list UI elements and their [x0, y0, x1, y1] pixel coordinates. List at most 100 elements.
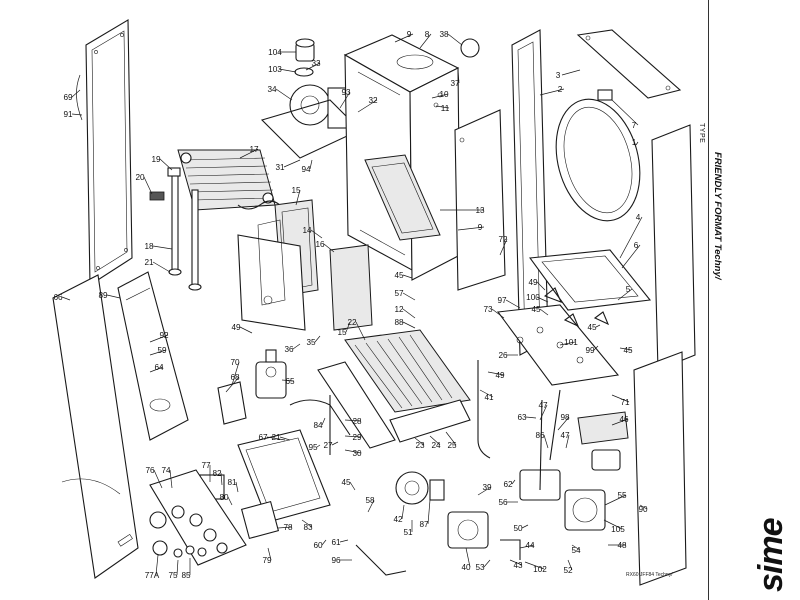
part-number-69: 69 [63, 93, 73, 102]
callout-leader [155, 554, 159, 576]
callout-leader [445, 431, 457, 446]
part-number-90: 90 [638, 505, 648, 514]
part-number-94: 94 [301, 165, 311, 174]
callout-leader [402, 308, 416, 319]
part-number-26: 26 [498, 351, 508, 360]
callout-leader [479, 389, 494, 398]
part-number-95: 95 [308, 443, 318, 452]
callout-leader [310, 229, 323, 239]
callout-leader [521, 524, 529, 529]
part-number-84: 84 [313, 421, 323, 430]
lower-right-panel [633, 351, 687, 586]
callout-leader [559, 341, 576, 346]
callout-leader [487, 371, 505, 376]
part-number-24: 24 [431, 441, 441, 450]
part-number-46: 46 [619, 415, 629, 424]
callout-leader [220, 472, 223, 486]
part-number-73: 73 [483, 305, 493, 314]
callout-leader [483, 559, 491, 568]
callout-leader [524, 561, 545, 570]
callout-leader [565, 434, 570, 449]
callout-leader [227, 496, 233, 506]
combustion-chamber-panels [237, 154, 441, 331]
callout-leader [344, 435, 362, 438]
callout-leader [427, 499, 431, 525]
part-number-13: 13 [475, 206, 485, 215]
model-title: FRIENDLY FORMAT Techny/ [712, 152, 723, 280]
part-number-63: 63 [517, 413, 527, 422]
callout-leader [301, 519, 313, 528]
part-number-23: 23 [415, 441, 425, 450]
callout-leader [604, 494, 627, 506]
callout-leader [639, 504, 648, 510]
callout-leader [283, 159, 301, 168]
part-number-93: 93 [341, 88, 351, 97]
part-number-31: 31 [275, 163, 285, 172]
callout-leader [457, 69, 460, 84]
callout-leader [225, 376, 240, 393]
callout-leader [414, 437, 425, 446]
callout-leader [231, 361, 240, 386]
part-number-61: 61 [331, 538, 341, 547]
callout-leader [536, 281, 546, 291]
part-number-55: 55 [617, 491, 627, 500]
callout-leader [153, 469, 163, 489]
part-number-49: 49 [495, 371, 505, 380]
callout-leader [431, 93, 449, 99]
callout-leader [152, 245, 173, 250]
part-number-72: 72 [498, 235, 508, 244]
callout-leader [557, 416, 570, 431]
part-number-45: 45 [587, 323, 597, 332]
part-number-30: 30 [352, 449, 362, 458]
part-number-64: 64 [154, 363, 164, 372]
callout-leader [402, 274, 413, 279]
part-number-35: 35 [306, 338, 316, 347]
part-number-15: 15 [337, 328, 347, 337]
callout-leader [159, 158, 173, 171]
callout-leader [266, 436, 286, 441]
rear-cover-panel [85, 19, 133, 286]
part-number-40: 40 [461, 563, 471, 572]
part-code: RX60 JFF84 Techny/ [626, 572, 673, 578]
part-number-22: 22 [347, 318, 357, 327]
part-number-19: 19 [151, 155, 161, 164]
callout-leader [71, 113, 83, 116]
hydraulic-group [395, 449, 621, 560]
part-number-18: 18 [144, 242, 154, 251]
part-number-42: 42 [393, 515, 403, 524]
part-number-65: 65 [285, 377, 295, 386]
part-number-17: 17 [249, 145, 259, 154]
callout-leader [278, 68, 297, 73]
part-number-83: 83 [303, 523, 313, 532]
part-number-53: 53 [475, 563, 485, 572]
part-number-38: 38 [439, 30, 449, 39]
callout-leader [149, 349, 167, 356]
part-number-52: 52 [563, 566, 573, 575]
part-number-33: 33 [311, 59, 321, 68]
part-number-103: 103 [268, 65, 282, 74]
callout-leader [267, 547, 272, 561]
callout-leader [603, 519, 623, 530]
callout-leader [619, 216, 643, 259]
callout-leader [617, 288, 633, 301]
callout-leader [465, 547, 471, 568]
callout-leader [239, 326, 253, 334]
part-number-80: 80 [219, 493, 229, 502]
part-number-4: 4 [636, 213, 641, 222]
callout-leader [169, 469, 173, 489]
part-number-101: 101 [564, 338, 578, 347]
part-number-47: 47 [538, 401, 548, 410]
callout-leader [281, 379, 295, 382]
part-number-79: 79 [262, 556, 272, 565]
part-number-77: 77 [201, 461, 211, 470]
callout-leader [235, 481, 239, 493]
callout-leader [106, 294, 121, 299]
callout-leader [419, 33, 432, 49]
callout-leader [511, 479, 516, 485]
ignition-box [217, 381, 247, 425]
part-number-88: 88 [394, 318, 404, 327]
part-number-48: 48 [617, 541, 627, 550]
part-number-12: 12 [394, 305, 404, 314]
callout-leader [344, 419, 362, 422]
callout-leader [619, 347, 633, 351]
